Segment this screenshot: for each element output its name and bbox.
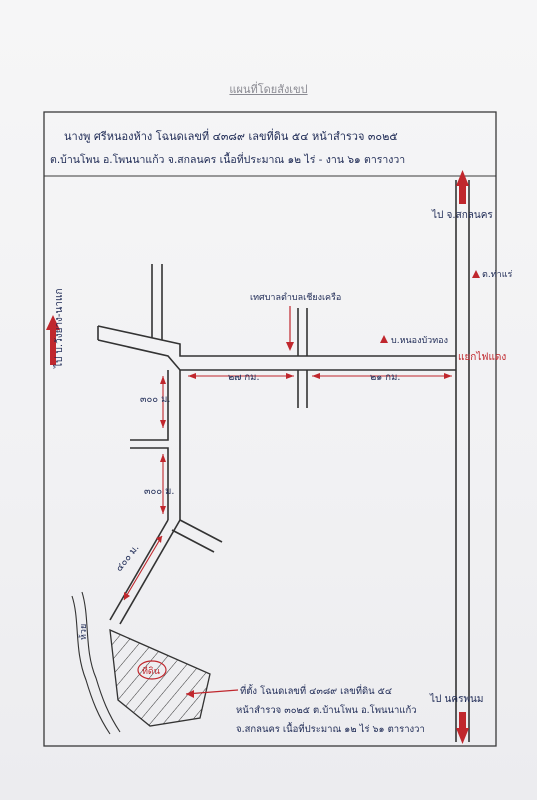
- label-village: บ.หนองบัวทอง: [391, 336, 448, 346]
- label-to-nakhon-phanom: ไป นครพนม: [429, 693, 483, 705]
- label-dist-400: ๔๐๐ ม.: [114, 543, 142, 574]
- distance-27-arrow: [188, 373, 294, 379]
- label-dist-300b: ๓๐๐ ม.: [144, 486, 174, 497]
- east-branch-bottom: [171, 529, 215, 553]
- label-dist-300a: ๓๐๐ ม.: [140, 394, 170, 405]
- land-note-line-2: หน้าสำรวจ ๓๐๒๕ ต.บ้านโพน อ.โพนนาแก้ว: [236, 704, 417, 716]
- label-plot-mark: ที่ดิน: [142, 664, 160, 677]
- land-note-pointer-arrow-icon: [186, 690, 194, 698]
- header-line-2: ต.บ้านโพน อ.โพนนาแก้ว จ.สกลนคร เนื้อที่ป…: [50, 152, 405, 166]
- distance-300a-arrow: [160, 376, 166, 428]
- distance-300b-arrow: [160, 454, 166, 514]
- south-road-left-b: [130, 447, 169, 520]
- land-note-pointer: [185, 689, 239, 695]
- label-municipality: เทศบาลตำบลเชียงเครือ: [250, 292, 341, 303]
- map-frame: [43, 111, 497, 747]
- stream-line-b: [81, 591, 121, 733]
- main-road-bottom-edge: [97, 339, 456, 371]
- label-dist-21: ๒๑ กม.: [370, 372, 400, 383]
- map-title: แผนที่โดยสังเขป: [229, 83, 308, 96]
- label-junction: แยกไฟแดง: [458, 351, 506, 363]
- south-arrow-icon: [456, 712, 469, 744]
- village-marker-icon: [380, 335, 388, 343]
- distance-400-arrow: [123, 535, 163, 601]
- stream-line-a: [71, 595, 111, 735]
- label-stream: ห้วย: [78, 624, 89, 640]
- label-tha-rae: ต.ท่าแร่: [482, 270, 512, 280]
- header-line-1: นางพู ศรีหนองห้าง โฉนดเลขที่ ๔๓๘๙ เลขที่…: [64, 128, 398, 143]
- south-road-left-a: [130, 370, 169, 441]
- south-road-diag-right: [119, 519, 181, 625]
- label-to-sakon: ไป จ.สกลนคร: [431, 209, 493, 221]
- north-arrow-icon: [456, 170, 469, 204]
- land-note-line-1: ที่ตั้ง โฉนดเลขที่ ๔๓๘๙ เลขที่ดิน ๕๔: [240, 684, 392, 697]
- municipality-pointer-arrow-icon: [286, 342, 294, 351]
- plot-mark-circle: [137, 660, 167, 680]
- main-road-top-edge: [97, 325, 456, 357]
- east-branch-top: [179, 519, 223, 543]
- label-dist-27: ๒๗ กม.: [228, 372, 259, 383]
- distance-21-arrow: [312, 373, 452, 379]
- south-road-diag-left: [109, 519, 169, 621]
- land-note-line-3: จ.สกลนคร เนื้อที่ประมาณ ๑๒ ไร่ ๖๑ ตารางว…: [236, 722, 425, 735]
- label-to-wangyang: ไป บ.วังยาง-นาแก: [53, 289, 65, 370]
- tha-rae-marker-icon: [472, 270, 480, 278]
- west-arrow-icon: [46, 315, 60, 365]
